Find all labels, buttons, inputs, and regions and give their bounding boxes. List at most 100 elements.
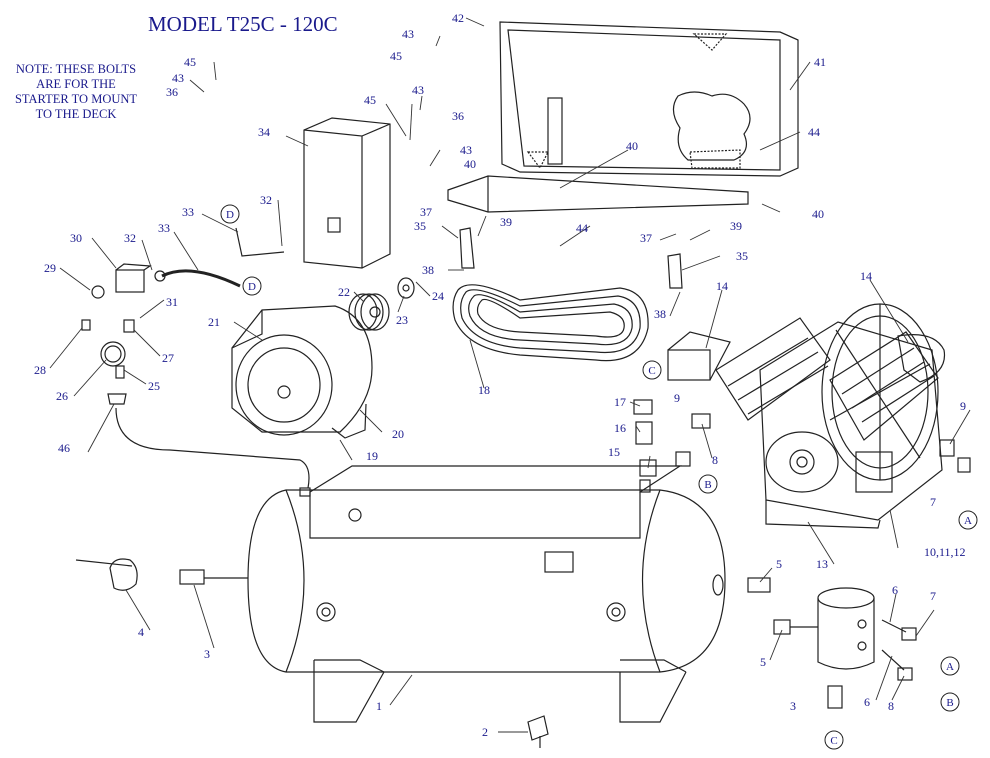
callout-39: 39 <box>730 219 742 233</box>
callout-24: 24 <box>432 289 444 303</box>
callout-32: 32 <box>260 193 272 207</box>
callout-45: 45 <box>390 49 402 63</box>
callout-14: 14 <box>716 279 728 293</box>
callout-38: 38 <box>654 307 666 321</box>
callout-7: 7 <box>930 495 936 509</box>
connector-label: A <box>964 515 972 527</box>
callout-21: 21 <box>208 315 220 329</box>
callout-38: 38 <box>422 263 434 277</box>
callout-43: 43 <box>402 27 414 41</box>
callout-4: 4 <box>138 625 144 639</box>
callout-30: 30 <box>70 231 82 245</box>
connector-b-pump: B <box>698 474 718 494</box>
callout-31: 31 <box>166 295 178 309</box>
callout-26: 26 <box>56 389 68 403</box>
callout-22: 22 <box>338 285 350 299</box>
callout-5: 5 <box>776 557 782 571</box>
callout-40: 40 <box>626 139 638 153</box>
callout-6: 6 <box>864 695 870 709</box>
note-line: STARTER TO MOUNT <box>14 92 138 106</box>
misc-hardware <box>235 227 971 477</box>
belt-guard <box>447 21 799 213</box>
tank-fittings <box>75 558 771 748</box>
connector-b-cooler: B <box>940 692 960 712</box>
motor-pulley <box>348 277 415 331</box>
connector-label: A <box>946 661 954 673</box>
connector-markers: A A B B C C D <box>220 204 978 750</box>
callout-19: 19 <box>366 449 378 463</box>
callout-14: 14 <box>860 269 872 283</box>
callout-39: 39 <box>500 215 512 229</box>
connector-c-cooler: C <box>824 730 844 750</box>
callout-2: 2 <box>482 725 488 739</box>
callout-17: 17 <box>614 395 626 409</box>
callout-40: 40 <box>464 157 476 171</box>
air-tank <box>247 465 726 723</box>
callout-20: 20 <box>392 427 404 441</box>
callout-34: 34 <box>258 125 270 139</box>
callout-44: 44 <box>576 221 588 235</box>
connector-d-switch: D <box>242 276 262 296</box>
callout-37: 37 <box>640 231 652 245</box>
callout-43: 43 <box>172 71 184 85</box>
page-title: MODEL T25C - 120C <box>148 12 338 36</box>
compressor-pump <box>667 303 946 529</box>
connector-label: C <box>648 365 655 377</box>
callout-44: 44 <box>808 125 820 139</box>
callout-45: 45 <box>184 55 196 69</box>
connector-label: D <box>248 281 256 293</box>
magnetic-starter <box>303 117 391 269</box>
leader-lines <box>49 17 971 733</box>
callout-37: 37 <box>420 205 432 219</box>
connector-label: B <box>704 479 711 491</box>
callout-43: 43 <box>460 143 472 157</box>
callout-41: 41 <box>814 55 826 69</box>
callout-3: 3 <box>790 699 796 713</box>
callout-25: 25 <box>148 379 160 393</box>
callout-35: 35 <box>736 249 748 263</box>
callout-43: 43 <box>412 83 424 97</box>
mounting-note: NOTE: THESE BOLTS ARE FOR THE STARTER TO… <box>6 62 146 122</box>
callout-23: 23 <box>396 313 408 327</box>
callout-29: 29 <box>44 261 56 275</box>
callout-40: 40 <box>812 207 824 221</box>
callout-1: 1 <box>376 699 382 713</box>
callout-33: 33 <box>158 221 170 235</box>
callout-3: 3 <box>204 647 210 661</box>
callout-42: 42 <box>452 11 464 25</box>
note-line: ARE FOR THE <box>36 77 116 91</box>
connector-a-cooler: A <box>940 656 960 676</box>
pressure-switch-assembly <box>81 263 310 489</box>
note-line: TO THE DECK <box>35 107 117 121</box>
callout-36: 36 <box>166 85 178 99</box>
callout-33: 33 <box>182 205 194 219</box>
callout-28: 28 <box>34 363 46 377</box>
callout-15: 15 <box>608 445 620 459</box>
callout-27: 27 <box>162 351 174 365</box>
v-belts <box>452 284 649 362</box>
callout-labels: 1 2 3 3 4 5 5 6 6 7 7 8 8 9 9 10,11,12 1… <box>34 11 966 739</box>
callout-5: 5 <box>760 655 766 669</box>
connector-label: C <box>830 735 837 747</box>
callout-7: 7 <box>930 589 936 603</box>
connector-label: D <box>226 209 234 221</box>
callout-9: 9 <box>960 399 966 413</box>
callout-32: 32 <box>124 231 136 245</box>
callout-35: 35 <box>414 219 426 233</box>
callout-8: 8 <box>888 699 894 713</box>
note-line: NOTE: THESE BOLTS <box>15 62 137 76</box>
callout-36: 36 <box>452 109 464 123</box>
callout-8: 8 <box>712 453 718 467</box>
connector-a-pump: A <box>958 510 978 530</box>
callout-16: 16 <box>614 421 626 435</box>
aftercooler-canister <box>773 587 917 709</box>
electric-motor <box>231 305 373 439</box>
callout-18: 18 <box>478 383 490 397</box>
callout-9: 9 <box>674 391 680 405</box>
callout-6: 6 <box>892 583 898 597</box>
callout-46: 46 <box>58 441 70 455</box>
callout-13: 13 <box>816 557 828 571</box>
connector-d-starter: D <box>220 204 240 224</box>
